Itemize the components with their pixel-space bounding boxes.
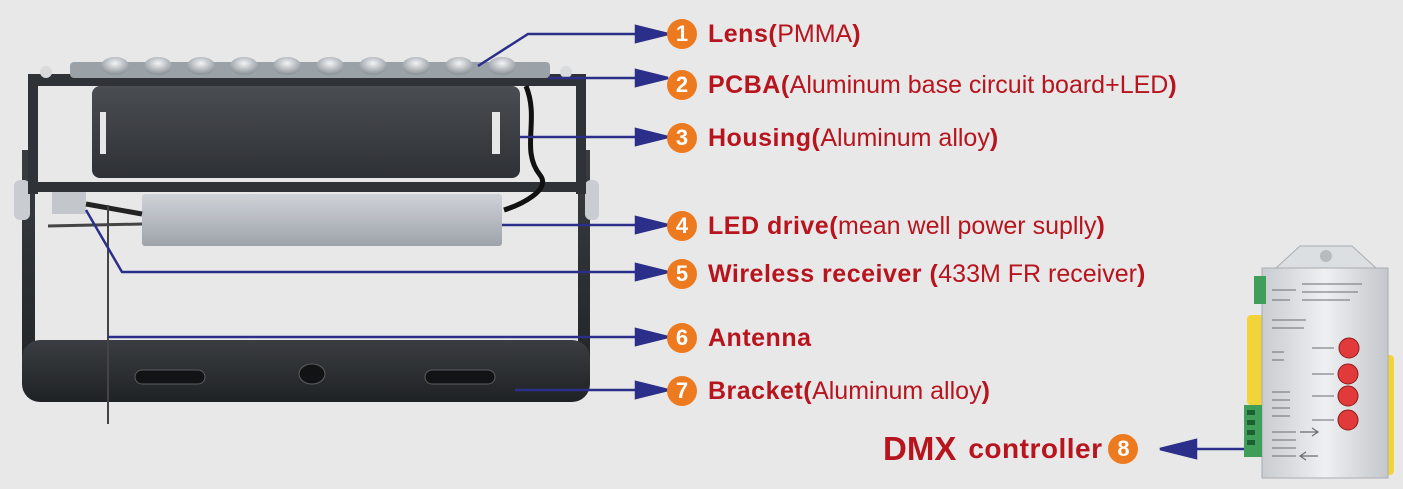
badge-7: 7 [667, 376, 697, 406]
arrow-left-icon [1298, 451, 1318, 461]
dmx-controller-device [1244, 245, 1394, 479]
part-detail: mean well power suplly [838, 211, 1097, 240]
lens-strip [70, 62, 550, 78]
label-bracket: 7 Bracket(Aluminum alloy) [667, 376, 990, 406]
lens-beads [101, 57, 516, 75]
bracket-knob-left [14, 180, 30, 220]
badge-4: 4 [667, 211, 697, 241]
part-name: Wireless receiver [708, 259, 930, 288]
bracket-slot-left [134, 369, 206, 385]
badge-8: 8 [1108, 433, 1139, 464]
badge-2: 2 [667, 70, 697, 100]
led-driver [142, 194, 502, 246]
bracket-hole [298, 363, 326, 385]
part-detail: Aluminum base circuit board+LED [789, 70, 1169, 99]
cable-left [85, 201, 143, 217]
label-wireless-receiver: 5 Wireless receiver (433M FR receiver) [667, 259, 1146, 289]
label-antenna: 6 Antenna [667, 323, 812, 353]
controller-buttons [1337, 337, 1360, 431]
hanging-hole [1320, 250, 1332, 262]
label-led-drive: 4 LED drive(mean well power suplly) [667, 211, 1105, 241]
part-detail: 433M FR receiver [938, 259, 1137, 288]
arrow-right-icon [1300, 427, 1320, 437]
badge-1: 1 [667, 19, 697, 49]
frame-side-left [28, 74, 38, 194]
bracket-knob-right [585, 180, 599, 220]
part-detail: Aluminum alloy [820, 123, 990, 152]
badge-3: 3 [667, 123, 697, 153]
label-dmx-controller: DMX controller 8 [883, 430, 1139, 467]
part-detail: Aluminum alloy [812, 376, 982, 405]
wireless-receiver [52, 192, 86, 214]
label-housing: 3 Housing(Aluminum alloy) [667, 123, 999, 153]
leader-lines [84, 24, 1250, 460]
bracket-slot-right [424, 369, 496, 385]
part-name: Housing [708, 123, 812, 152]
part-name: Lens [708, 19, 769, 48]
controller-prefix: DMX [883, 430, 957, 467]
housing-fin-right [492, 112, 500, 154]
part-name: LED drive [708, 211, 830, 240]
screw-left [40, 66, 52, 78]
cable-right [503, 85, 545, 213]
button-2 [1337, 363, 1359, 385]
terminal-pins [1247, 410, 1255, 445]
frame-cross [28, 182, 586, 192]
frame-side-right [576, 74, 586, 194]
button-4 [1337, 409, 1359, 431]
badge-6: 6 [667, 323, 697, 353]
floodlight [14, 57, 599, 424]
part-detail: PMMA [777, 19, 853, 48]
part-name: Bracket [708, 376, 804, 405]
housing-body [92, 86, 520, 178]
screw-right [560, 66, 572, 78]
badge-5: 5 [667, 259, 697, 289]
housing-fin-left [100, 112, 106, 154]
button-1 [1338, 337, 1360, 359]
button-3 [1337, 385, 1359, 407]
part-name: PCBA [708, 70, 781, 99]
controller-name: controller [968, 432, 1103, 464]
arrow-icons [1298, 427, 1320, 461]
label-pcba: 2 PCBA(Aluminum base circuit board+LED) [667, 70, 1177, 100]
part-name: Antenna [708, 323, 812, 352]
controller-line-marks [1272, 283, 1362, 457]
terminal-top [1254, 276, 1266, 304]
label-lens: 1 Lens(PMMA) [667, 19, 861, 49]
